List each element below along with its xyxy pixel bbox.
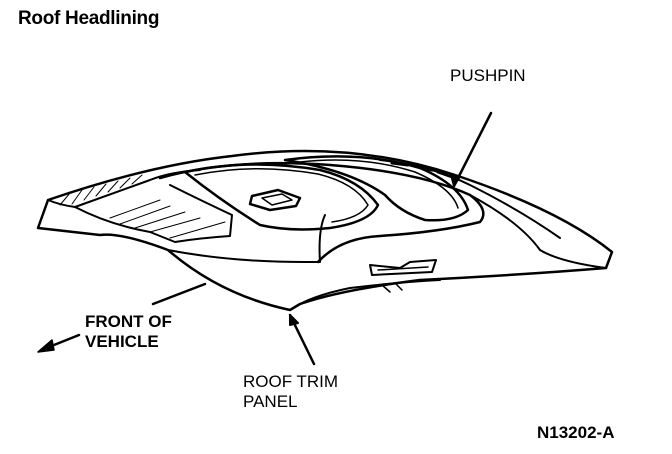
rear-right-contour [469, 194, 607, 269]
front-opening [183, 163, 380, 231]
front-of-vehicle-label: FRONT OF VEHICLE [85, 312, 172, 352]
roof-trim-panel-label-line1: ROOF TRIM [243, 372, 339, 391]
dome-light-lens [261, 193, 293, 206]
front-direction-line [151, 282, 207, 306]
dome-light [248, 188, 302, 212]
rear-edge-detail [379, 159, 561, 239]
diagram-title: Roof Headlining [18, 8, 160, 29]
front-direction-arrowhead [37, 339, 55, 353]
side-trim-notch-inner [377, 266, 429, 271]
roof-trim-panel-label: ROOF TRIM PANEL [243, 372, 338, 412]
rear-opening-inner [299, 159, 459, 209]
front-edge-hatching [59, 174, 143, 206]
roof-trim-leader-arrow [289, 314, 299, 326]
roof-trim-panel-label-line2: PANEL [243, 392, 298, 411]
front-recess-shading [109, 199, 226, 239]
front-recess [74, 184, 233, 243]
front-of-vehicle-label-line1: FRONT OF [85, 312, 172, 331]
figure-code: N13202-A [537, 423, 615, 442]
pushpin-label: PUSHPIN [450, 66, 526, 85]
side-tab [381, 282, 403, 293]
front-of-vehicle-label-line2: VEHICLE [85, 332, 159, 351]
pushpin-leader-line [452, 111, 493, 188]
headliner-panel-outline [36, 149, 614, 312]
lower-contour [289, 279, 441, 311]
front-opening-inner [194, 168, 369, 223]
pushpin-leader-arrow [450, 174, 460, 187]
